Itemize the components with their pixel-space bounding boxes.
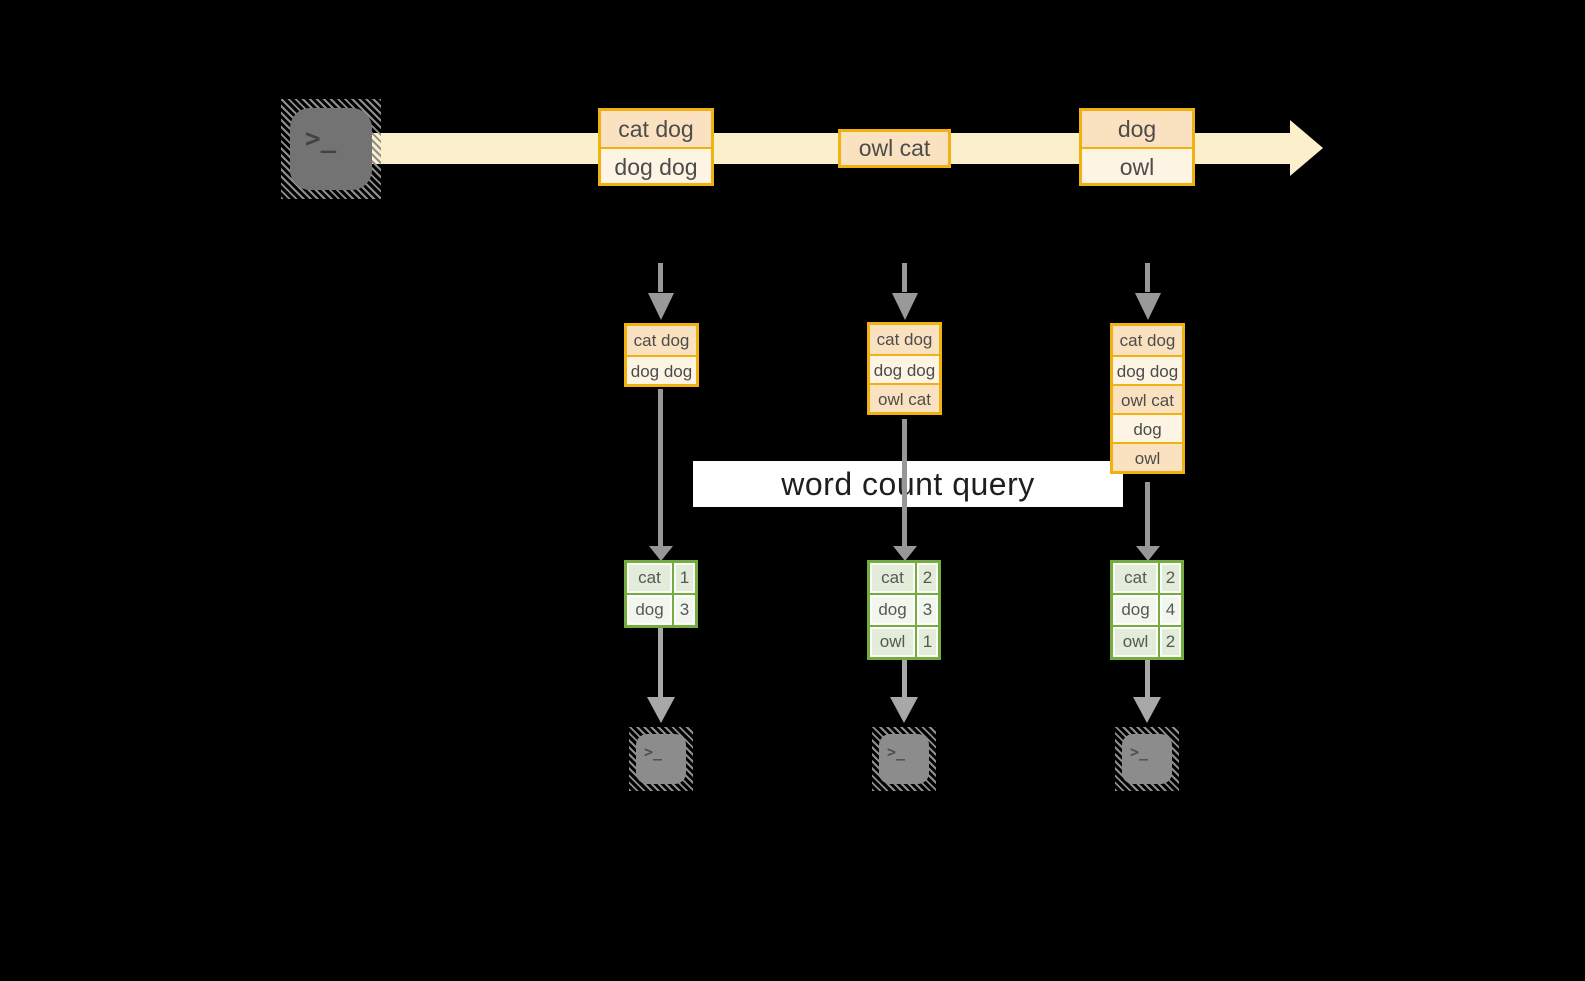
- count-value: 3: [917, 595, 938, 625]
- stream-batch-2: owl cat: [838, 129, 951, 168]
- stream-record: dog: [1082, 111, 1192, 147]
- state-record: owl cat: [1113, 384, 1182, 413]
- count-value: 2: [1160, 563, 1181, 593]
- count-word: cat: [627, 563, 672, 593]
- count-value: 1: [917, 627, 938, 657]
- terminal-sink-2-body: >_: [879, 734, 929, 784]
- terminal-prompt-glyph: >_: [644, 743, 663, 761]
- dashed-arrowhead-1-icon: [648, 293, 674, 320]
- state-record: cat dog: [870, 325, 939, 354]
- state-record: cat dog: [627, 326, 696, 355]
- output-connector-1: [658, 628, 663, 698]
- terminal-prompt-glyph: >_: [1130, 743, 1149, 761]
- query-connector-1: [658, 389, 663, 546]
- terminal-source-icon-body: >_: [290, 108, 372, 190]
- count-value: 1: [674, 563, 695, 593]
- stream-record: dog dog: [601, 147, 711, 183]
- count-table-3: cat 2 dog 4 owl 2: [1110, 560, 1184, 660]
- terminal-sink-2-icon: >_: [872, 727, 936, 791]
- stream-batch-3: dog owl: [1079, 108, 1195, 186]
- count-value: 2: [917, 563, 938, 593]
- terminal-sink-1-body: >_: [636, 734, 686, 784]
- output-arrowhead-2-icon: [890, 697, 918, 723]
- terminal-prompt-glyph: >_: [305, 124, 337, 154]
- count-value: 2: [1160, 627, 1181, 657]
- count-word: dog: [627, 595, 672, 625]
- output-connector-2: [902, 660, 907, 698]
- state-box-2: cat dog dog dog owl cat: [867, 322, 942, 415]
- query-arrowhead-2-icon: [893, 546, 917, 561]
- stream-record: cat dog: [601, 111, 711, 147]
- count-word: dog: [1113, 595, 1158, 625]
- stream-batch-1: cat dog dog dog: [598, 108, 714, 186]
- terminal-sink-3-body: >_: [1122, 734, 1172, 784]
- state-record: dog dog: [627, 355, 696, 384]
- output-arrowhead-3-icon: [1133, 697, 1161, 723]
- output-arrowhead-1-icon: [647, 697, 675, 723]
- count-table-1: cat 1 dog 3: [624, 560, 698, 628]
- query-label: word count query: [781, 465, 1035, 502]
- state-record: dog dog: [1113, 355, 1182, 384]
- dashed-arrowhead-3-icon: [1135, 293, 1161, 320]
- count-word: dog: [870, 595, 915, 625]
- query-arrowhead-3-icon: [1136, 546, 1160, 561]
- state-record: owl cat: [870, 383, 939, 412]
- terminal-sink-1-icon: >_: [629, 727, 693, 791]
- stream-arrowhead-icon: [1290, 120, 1323, 176]
- query-connector-3: [1145, 482, 1150, 546]
- state-box-3: cat dog dog dog owl cat dog owl: [1110, 323, 1185, 474]
- terminal-sink-3-icon: >_: [1115, 727, 1179, 791]
- dashed-arrow-3: [1145, 263, 1150, 292]
- stream-record: owl cat: [841, 132, 948, 165]
- dashed-arrow-2: [902, 263, 907, 292]
- count-word: cat: [1113, 563, 1158, 593]
- terminal-prompt-glyph: >_: [887, 743, 906, 761]
- state-record: dog dog: [870, 354, 939, 383]
- count-value: 3: [674, 595, 695, 625]
- query-band: word count query: [693, 461, 1123, 507]
- dashed-arrow-1: [658, 263, 663, 292]
- terminal-source-icon: >_: [281, 99, 381, 199]
- count-word: cat: [870, 563, 915, 593]
- count-table-2: cat 2 dog 3 owl 1: [867, 560, 941, 660]
- count-word: owl: [870, 627, 915, 657]
- state-record: cat dog: [1113, 326, 1182, 355]
- output-connector-3: [1145, 660, 1150, 698]
- stream-record: owl: [1082, 147, 1192, 183]
- state-record: owl: [1113, 442, 1182, 471]
- dashed-arrowhead-2-icon: [892, 293, 918, 320]
- state-record: dog: [1113, 413, 1182, 442]
- count-value: 4: [1160, 595, 1181, 625]
- count-word: owl: [1113, 627, 1158, 657]
- query-arrowhead-1-icon: [649, 546, 673, 561]
- query-connector-2: [902, 419, 907, 546]
- state-box-1: cat dog dog dog: [624, 323, 699, 387]
